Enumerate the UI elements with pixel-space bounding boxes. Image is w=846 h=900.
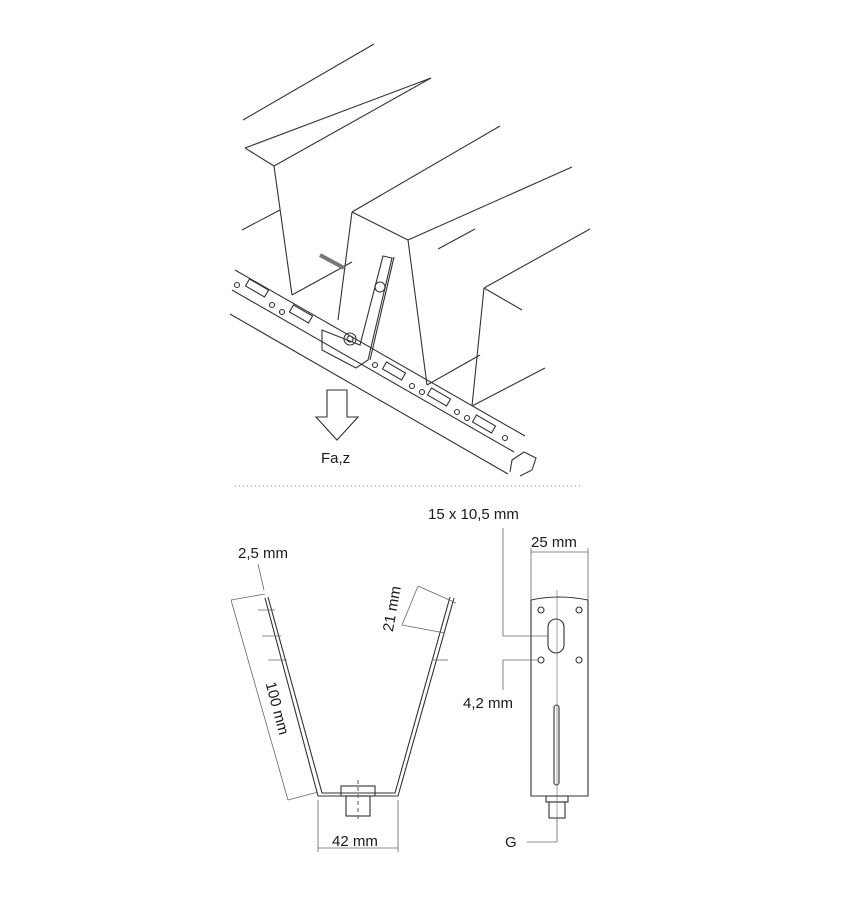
isometric-view: [229, 43, 591, 477]
bracket-iso: [319, 253, 395, 369]
slot-size-label: 15 x 10,5 mm: [428, 506, 519, 523]
hole-diameter-label: 4,2 mm: [463, 695, 514, 712]
force-label: Fa,z: [321, 450, 351, 467]
side-view: [502, 528, 589, 843]
base-width-label: 42 mm: [332, 833, 378, 850]
front-view: [230, 563, 457, 852]
force-arrow: [314, 389, 360, 441]
thickness-label: 2,5 mm: [238, 545, 289, 562]
rail-slots: [233, 278, 509, 442]
width-label: 25 mm: [531, 534, 577, 551]
thread-label: G: [505, 834, 517, 851]
